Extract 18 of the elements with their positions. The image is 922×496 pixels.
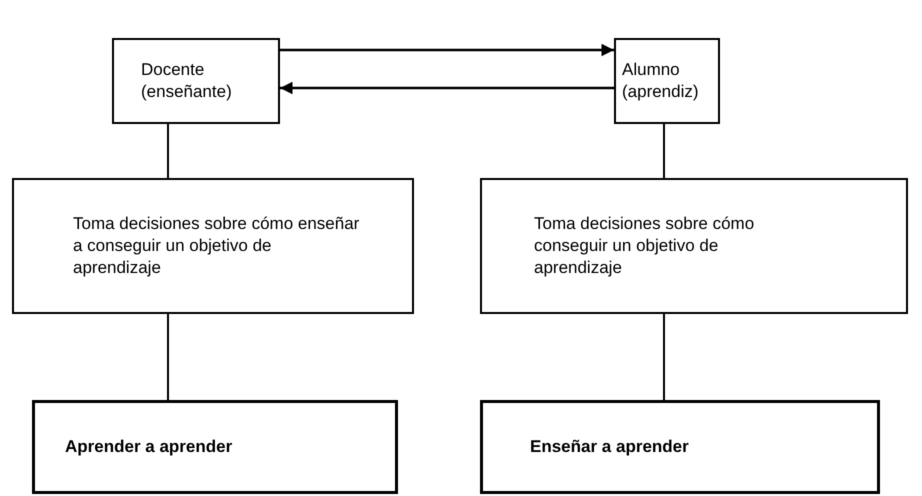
process-box xyxy=(614,38,720,124)
process-box xyxy=(12,178,414,314)
box-text: Enseñar a aprender xyxy=(530,436,690,458)
connector-line xyxy=(167,124,169,178)
box-text: Docente (enseñante) xyxy=(141,59,233,103)
process-box xyxy=(32,400,398,494)
connector-line xyxy=(663,314,665,400)
process-box xyxy=(480,178,908,314)
arrow xyxy=(280,82,614,94)
box-text: Toma decisiones sobre cómo conseguir un objetivo de aprendizaje xyxy=(534,213,756,279)
arrow xyxy=(280,44,614,56)
box-text: Aprender a aprender xyxy=(65,436,234,458)
connector-line xyxy=(663,124,665,178)
connector-line xyxy=(167,314,169,400)
process-box xyxy=(480,400,880,494)
process-box xyxy=(112,38,280,124)
box-text: Alumno (aprendiz) xyxy=(622,59,700,103)
box-text: Toma decisiones sobre cómo enseñar a conseguir un objetivo de aprendizaje xyxy=(73,213,360,279)
